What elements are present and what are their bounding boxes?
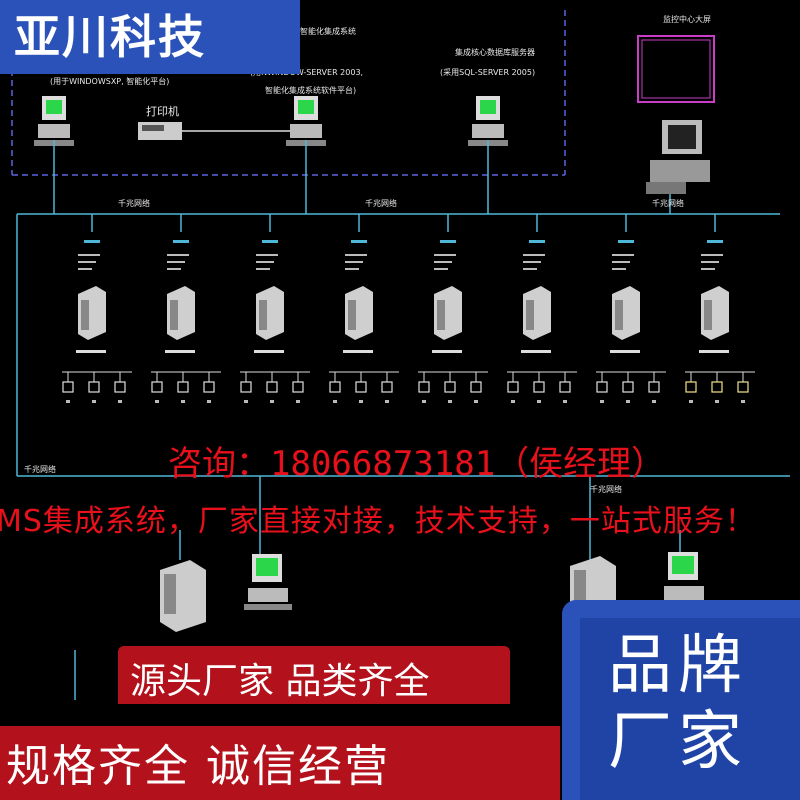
field-device-icon bbox=[596, 381, 608, 393]
integration-server-workstation bbox=[286, 96, 326, 146]
tag-lower-text: 规格齐全 诚信经营 bbox=[6, 741, 390, 792]
field-device-icon bbox=[151, 381, 163, 393]
brand-logo-banner: 亚川科技 bbox=[0, 0, 300, 74]
tag-band-upper bbox=[118, 646, 510, 704]
field-device-icon bbox=[177, 381, 189, 393]
lower-workstation bbox=[664, 552, 704, 600]
service-slogan: MS集成系统，厂家直接对接，技术支持，一站式服务！ bbox=[0, 504, 756, 539]
subsystem-column bbox=[685, 214, 755, 403]
network-labels: 千兆网络 千兆网络 千兆网络 千兆网络 千兆网络 bbox=[24, 198, 684, 494]
field-device-icon bbox=[418, 381, 430, 393]
network-label: 千兆网络 bbox=[652, 198, 684, 208]
monitoring-screen bbox=[637, 35, 715, 103]
top-right-label: 监控中心大屏 bbox=[663, 14, 711, 24]
subsystem-column bbox=[151, 214, 221, 403]
tag-band-lower bbox=[0, 726, 560, 800]
server1-subtitle: (用NWINDOW-SERVER 2003, bbox=[250, 68, 363, 77]
subsystem-column bbox=[596, 214, 666, 403]
field-device-icon bbox=[559, 381, 571, 393]
field-device-icon bbox=[711, 381, 723, 393]
lower-workstation bbox=[244, 554, 292, 610]
printer bbox=[138, 122, 182, 140]
server1-title: 智能化集成系统 bbox=[300, 26, 356, 36]
server2-subtitle: (采用SQL-SERVER 2005) bbox=[440, 67, 535, 77]
server1-subtitle2: 智能化集成系统软件平台) bbox=[265, 85, 356, 95]
field-device-icon bbox=[203, 381, 215, 393]
field-device-icon bbox=[329, 381, 341, 393]
network-label: 千兆网络 bbox=[118, 198, 150, 208]
field-device-icon bbox=[622, 381, 634, 393]
subsystem-column bbox=[240, 214, 310, 403]
field-device-icon bbox=[381, 381, 393, 393]
field-device-icon bbox=[533, 381, 545, 393]
subsystem-column bbox=[62, 214, 132, 403]
operator-console bbox=[646, 120, 710, 194]
backbone-network bbox=[16, 140, 790, 700]
subsystem-column bbox=[329, 214, 399, 403]
client-label: (用于WINDOWSXP, 智能化平台) bbox=[50, 76, 169, 86]
subsystem-column bbox=[418, 214, 488, 403]
field-device-icon bbox=[507, 381, 519, 393]
corner-badge-inner bbox=[580, 618, 800, 800]
network-label: 千兆网络 bbox=[590, 484, 622, 494]
printer-label: 打印机 bbox=[146, 104, 179, 118]
field-device-icon bbox=[648, 381, 660, 393]
field-device-icon bbox=[292, 381, 304, 393]
contact-phone-text: 咨询：18066873181（侯经理） bbox=[168, 444, 666, 484]
subsystem-row bbox=[62, 214, 755, 403]
field-device-icon bbox=[355, 381, 367, 393]
field-device-icon bbox=[444, 381, 456, 393]
field-device-icon bbox=[88, 381, 100, 393]
database-server-workstation bbox=[468, 96, 508, 146]
field-device-icon bbox=[62, 381, 74, 393]
tower-server bbox=[160, 560, 206, 632]
field-device-icon bbox=[266, 381, 278, 393]
field-device-icon bbox=[685, 381, 697, 393]
field-device-icon bbox=[737, 381, 749, 393]
network-label: 千兆网络 bbox=[24, 464, 56, 474]
tag-upper-text: 源头厂家 品类齐全 bbox=[130, 661, 430, 702]
client-workstation bbox=[34, 96, 74, 146]
field-device-icon bbox=[114, 381, 126, 393]
field-device-icon bbox=[240, 381, 252, 393]
corner-badge-text: 品牌厂家 bbox=[608, 629, 748, 779]
subsystem-column bbox=[507, 214, 577, 403]
field-device-icon bbox=[470, 381, 482, 393]
network-label: 千兆网络 bbox=[365, 198, 397, 208]
server2-title: 集成核心数据库服务器 bbox=[455, 47, 535, 57]
